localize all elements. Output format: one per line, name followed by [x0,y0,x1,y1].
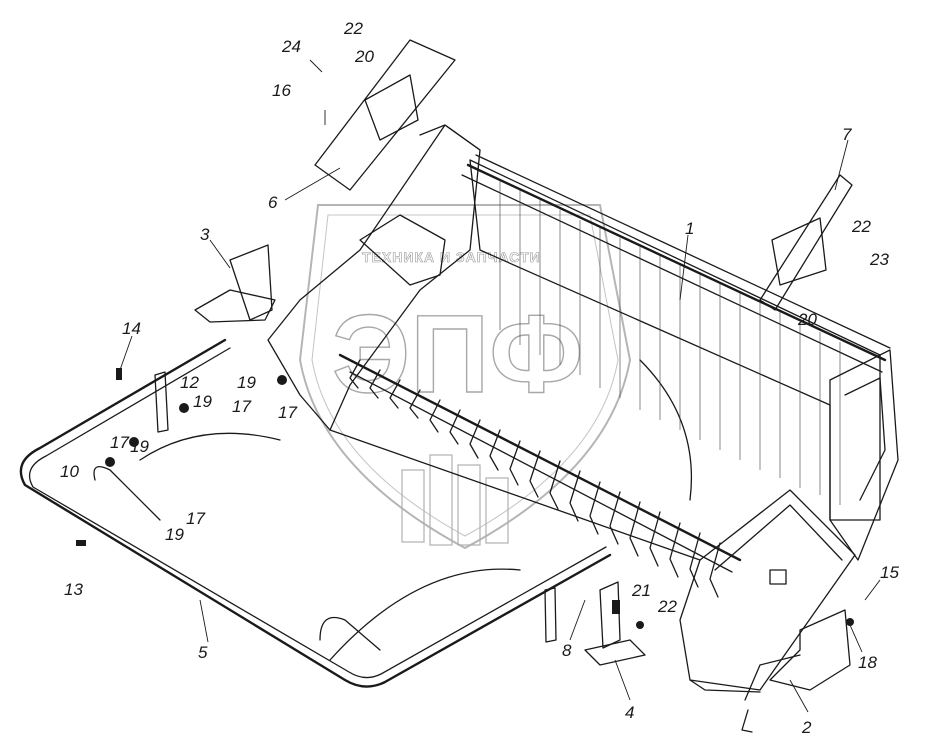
callout-17c: 17 [110,433,129,452]
callout-23: 23 [869,250,889,269]
watermark-shield-inner [311,214,619,537]
callout-14: 14 [122,319,141,338]
callout-12: 12 [180,373,199,392]
callout-22a: 22 [343,19,363,38]
callout-13: 13 [64,580,83,599]
callout-labels: 1 2 3 4 5 6 7 8 10 12 13 14 15 16 17 17 … [60,19,899,737]
callout-20a: 20 [354,47,374,66]
callout-3: 3 [200,225,210,244]
callout-5: 5 [198,643,208,662]
left-bracket [194,244,276,323]
callout-24: 24 [281,37,301,56]
callout-6: 6 [268,193,278,212]
callout-19d: 19 [165,525,184,544]
header-trough [267,124,899,561]
callout-15: 15 [880,563,899,582]
callout-2: 2 [801,718,812,737]
watermark-bars [401,454,509,546]
watermark-letters: ЭПФ [332,293,583,416]
leader-lines [119,59,881,713]
callout-16: 16 [272,81,291,100]
callout-19b: 19 [193,392,212,411]
callout-7: 7 [842,125,852,144]
top-right-mount-plate [759,174,853,311]
support-post [584,581,646,666]
callout-17d: 17 [186,509,205,528]
fasteners [76,368,854,629]
top-left-mount-plate [314,39,456,191]
callout-19a: 19 [237,373,256,392]
callout-18: 18 [858,653,877,672]
callout-19c: 19 [130,437,149,456]
cutter-bar-fingers [338,353,742,598]
right-shoe [741,609,851,733]
callout-22b: 22 [851,217,871,236]
callout-4: 4 [625,703,634,722]
callout-10: 10 [60,462,79,481]
callout-21: 21 [631,581,651,600]
guard-frame-loop [19,338,612,688]
callout-20b: 20 [797,310,817,329]
watermark: ТЕХНИКА И ЗАПЧАСТИ ЭПФ [298,204,632,550]
callout-17b: 17 [278,403,297,422]
callout-22c: 22 [657,597,677,616]
right-drive-housing [679,489,856,693]
callout-17a: 17 [232,397,251,416]
callout-1: 1 [685,219,694,238]
callout-8: 8 [562,641,572,660]
watermark-caption: ТЕХНИКА И ЗАПЧАСТИ [362,249,541,265]
